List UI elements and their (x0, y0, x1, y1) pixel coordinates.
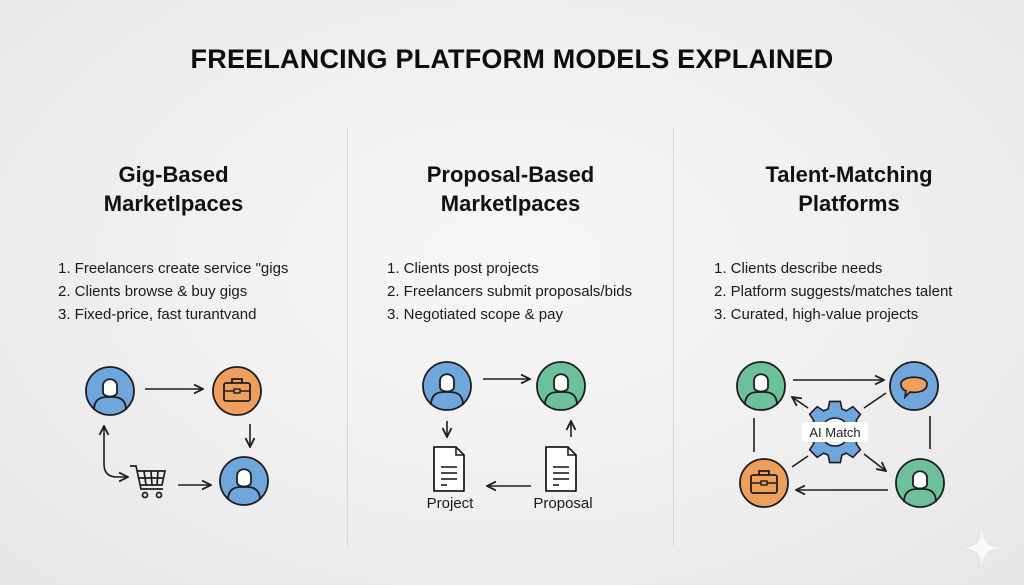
talent-node (736, 361, 786, 411)
heading-line: Platforms (798, 191, 900, 216)
step-item: 3. Curated, high-value projects (714, 306, 919, 323)
column-heading: Proposal-Based Marketlpaces (348, 160, 673, 218)
page-title: FREELANCING PLATFORM MODELS EXPLAINED (190, 44, 834, 74)
client-node (739, 458, 789, 508)
column-talent-matching: Talent-Matching Platforms 1. Clients des… (674, 0, 1024, 585)
proposal-label: Proposal (533, 495, 592, 512)
gig-diagram (85, 366, 269, 506)
column-heading: Gig-Based Marketlpaces (0, 160, 347, 218)
chat-node (889, 361, 939, 411)
column-divider (673, 128, 674, 546)
heading-line: Gig-Based (118, 162, 229, 187)
step-item: 2. Freelancers submit proposals/bids (387, 283, 633, 300)
arrow (863, 453, 886, 471)
steps-list: 1. Clients describe needs 2. Platform su… (714, 257, 952, 326)
client-node (219, 456, 269, 506)
client-node (422, 361, 472, 411)
connector-line (791, 455, 809, 468)
chat-bubble-icon (900, 376, 928, 400)
step-item: 1. Freelancers create service "gigs (58, 260, 289, 277)
shopping-cart-icon (130, 465, 167, 499)
bidirectional-arrow (104, 426, 128, 477)
proposal-diagram: Project Proposal (422, 361, 593, 512)
column-heading: Talent-Matching Platforms (674, 160, 1024, 218)
step-item: 2. Platform suggests/matches talent (714, 283, 953, 300)
step-item: 3. Negotiated scope & pay (387, 306, 563, 323)
column-proposal-based: Proposal-Based Marketlpaces 1. Clients p… (348, 0, 673, 585)
steps-list: 1. Clients post projects 2. Freelancers … (387, 257, 632, 326)
step-item: 2. Clients browse & buy gigs (58, 283, 248, 300)
freelancer-node (85, 366, 135, 416)
column-gig-based: Gig-Based Marketlpaces 1. Freelancers cr… (0, 0, 347, 585)
matched-talent-node (895, 458, 945, 508)
step-item: 1. Clients post projects (387, 260, 539, 277)
gig-node (212, 366, 262, 416)
step-item: 3. Fixed-price, fast turantvand (58, 306, 257, 323)
heading-line: Proposal-Based (426, 162, 595, 187)
heading-line: Marketlpaces (103, 191, 244, 216)
freelancer-node (536, 361, 586, 411)
connector-line (863, 392, 887, 409)
ai-match-gear: AI Match (802, 400, 868, 464)
gear-label-background (802, 422, 868, 442)
project-document-icon (433, 446, 465, 492)
gear-label: AI Match (809, 425, 860, 440)
steps-list: 1. Freelancers create service "gigs 2. C… (58, 257, 288, 326)
sparkle-icon (964, 530, 1000, 566)
proposal-document-icon (545, 446, 577, 492)
heading-line: Talent-Matching (765, 162, 933, 187)
talent-matching-diagram: AI Match (736, 361, 945, 508)
column-divider (347, 128, 348, 546)
arrow (792, 397, 809, 409)
step-item: 1. Clients describe needs (714, 260, 883, 277)
project-label: Project (427, 495, 475, 512)
heading-line: Marketlpaces (440, 191, 581, 216)
